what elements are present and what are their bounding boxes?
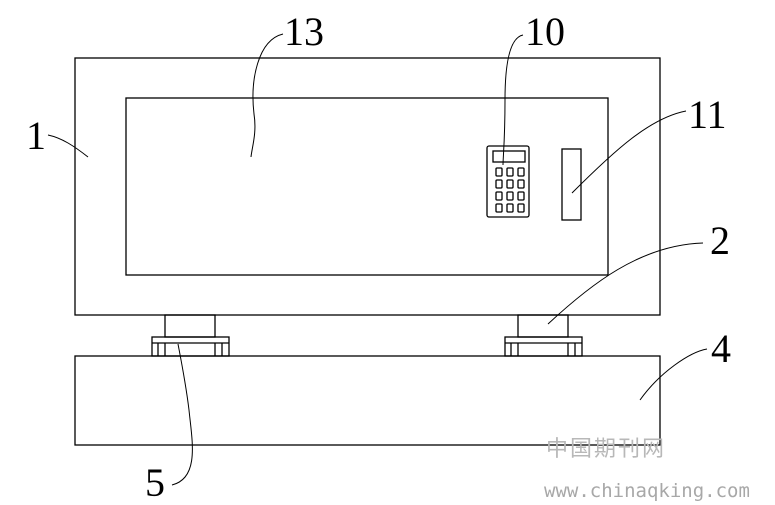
leader-connector	[171, 343, 193, 486]
base-outline	[74, 355, 661, 446]
keypad-key	[495, 179, 503, 189]
leader-main-body	[47, 134, 89, 158]
label-door-panel: 13	[284, 9, 324, 54]
leader-base	[639, 348, 708, 401]
keypad-key	[495, 203, 503, 213]
label-support: 2	[710, 218, 730, 263]
keypad-key	[506, 167, 514, 177]
keypad-key	[517, 179, 525, 189]
support-left	[151, 314, 230, 357]
leader-keypad	[502, 34, 524, 166]
label-slot: 11	[688, 92, 727, 137]
watermark-url: www.chinaqking.com	[544, 480, 750, 502]
label-main-body: 1	[26, 113, 46, 158]
label-base: 4	[711, 326, 731, 371]
keypad-key	[495, 167, 503, 177]
leader-slot	[571, 110, 687, 194]
door-panel-outline	[125, 97, 609, 276]
leader-support	[547, 242, 704, 325]
keypad-key	[517, 203, 525, 213]
keypad-key	[506, 179, 514, 189]
support-right	[504, 314, 583, 357]
label-connector: 5	[145, 460, 165, 505]
keypad-key	[517, 191, 525, 201]
keypad-component	[486, 145, 530, 218]
keypad-key	[495, 191, 503, 201]
keypad-key	[506, 191, 514, 201]
keypad-key	[506, 203, 514, 213]
slot-component	[561, 148, 582, 221]
keypad-key	[517, 167, 525, 177]
main-body-outline	[74, 57, 661, 316]
watermark-chinese: 中国期刊网	[546, 437, 667, 462]
label-keypad: 10	[525, 9, 565, 54]
leader-door-panel	[250, 33, 284, 158]
